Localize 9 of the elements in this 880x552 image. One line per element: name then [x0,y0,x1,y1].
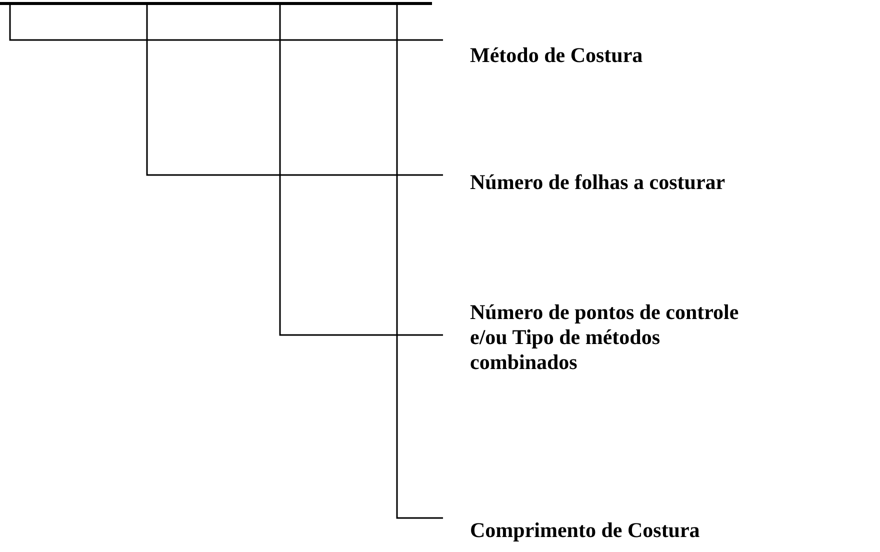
top-rule-bar [0,2,432,5]
leader-line [146,5,443,176]
field-label: Número de pontos de controle e/ou Tipo de métodos combinados [470,300,770,375]
leader-line [279,5,443,336]
field-label: Método de Costura [470,43,870,68]
leader-line [9,5,443,41]
field-label: Comprimento de Costura [470,518,870,543]
field-label: Número de folhas a costurar [470,170,870,195]
leader-line [396,5,443,519]
